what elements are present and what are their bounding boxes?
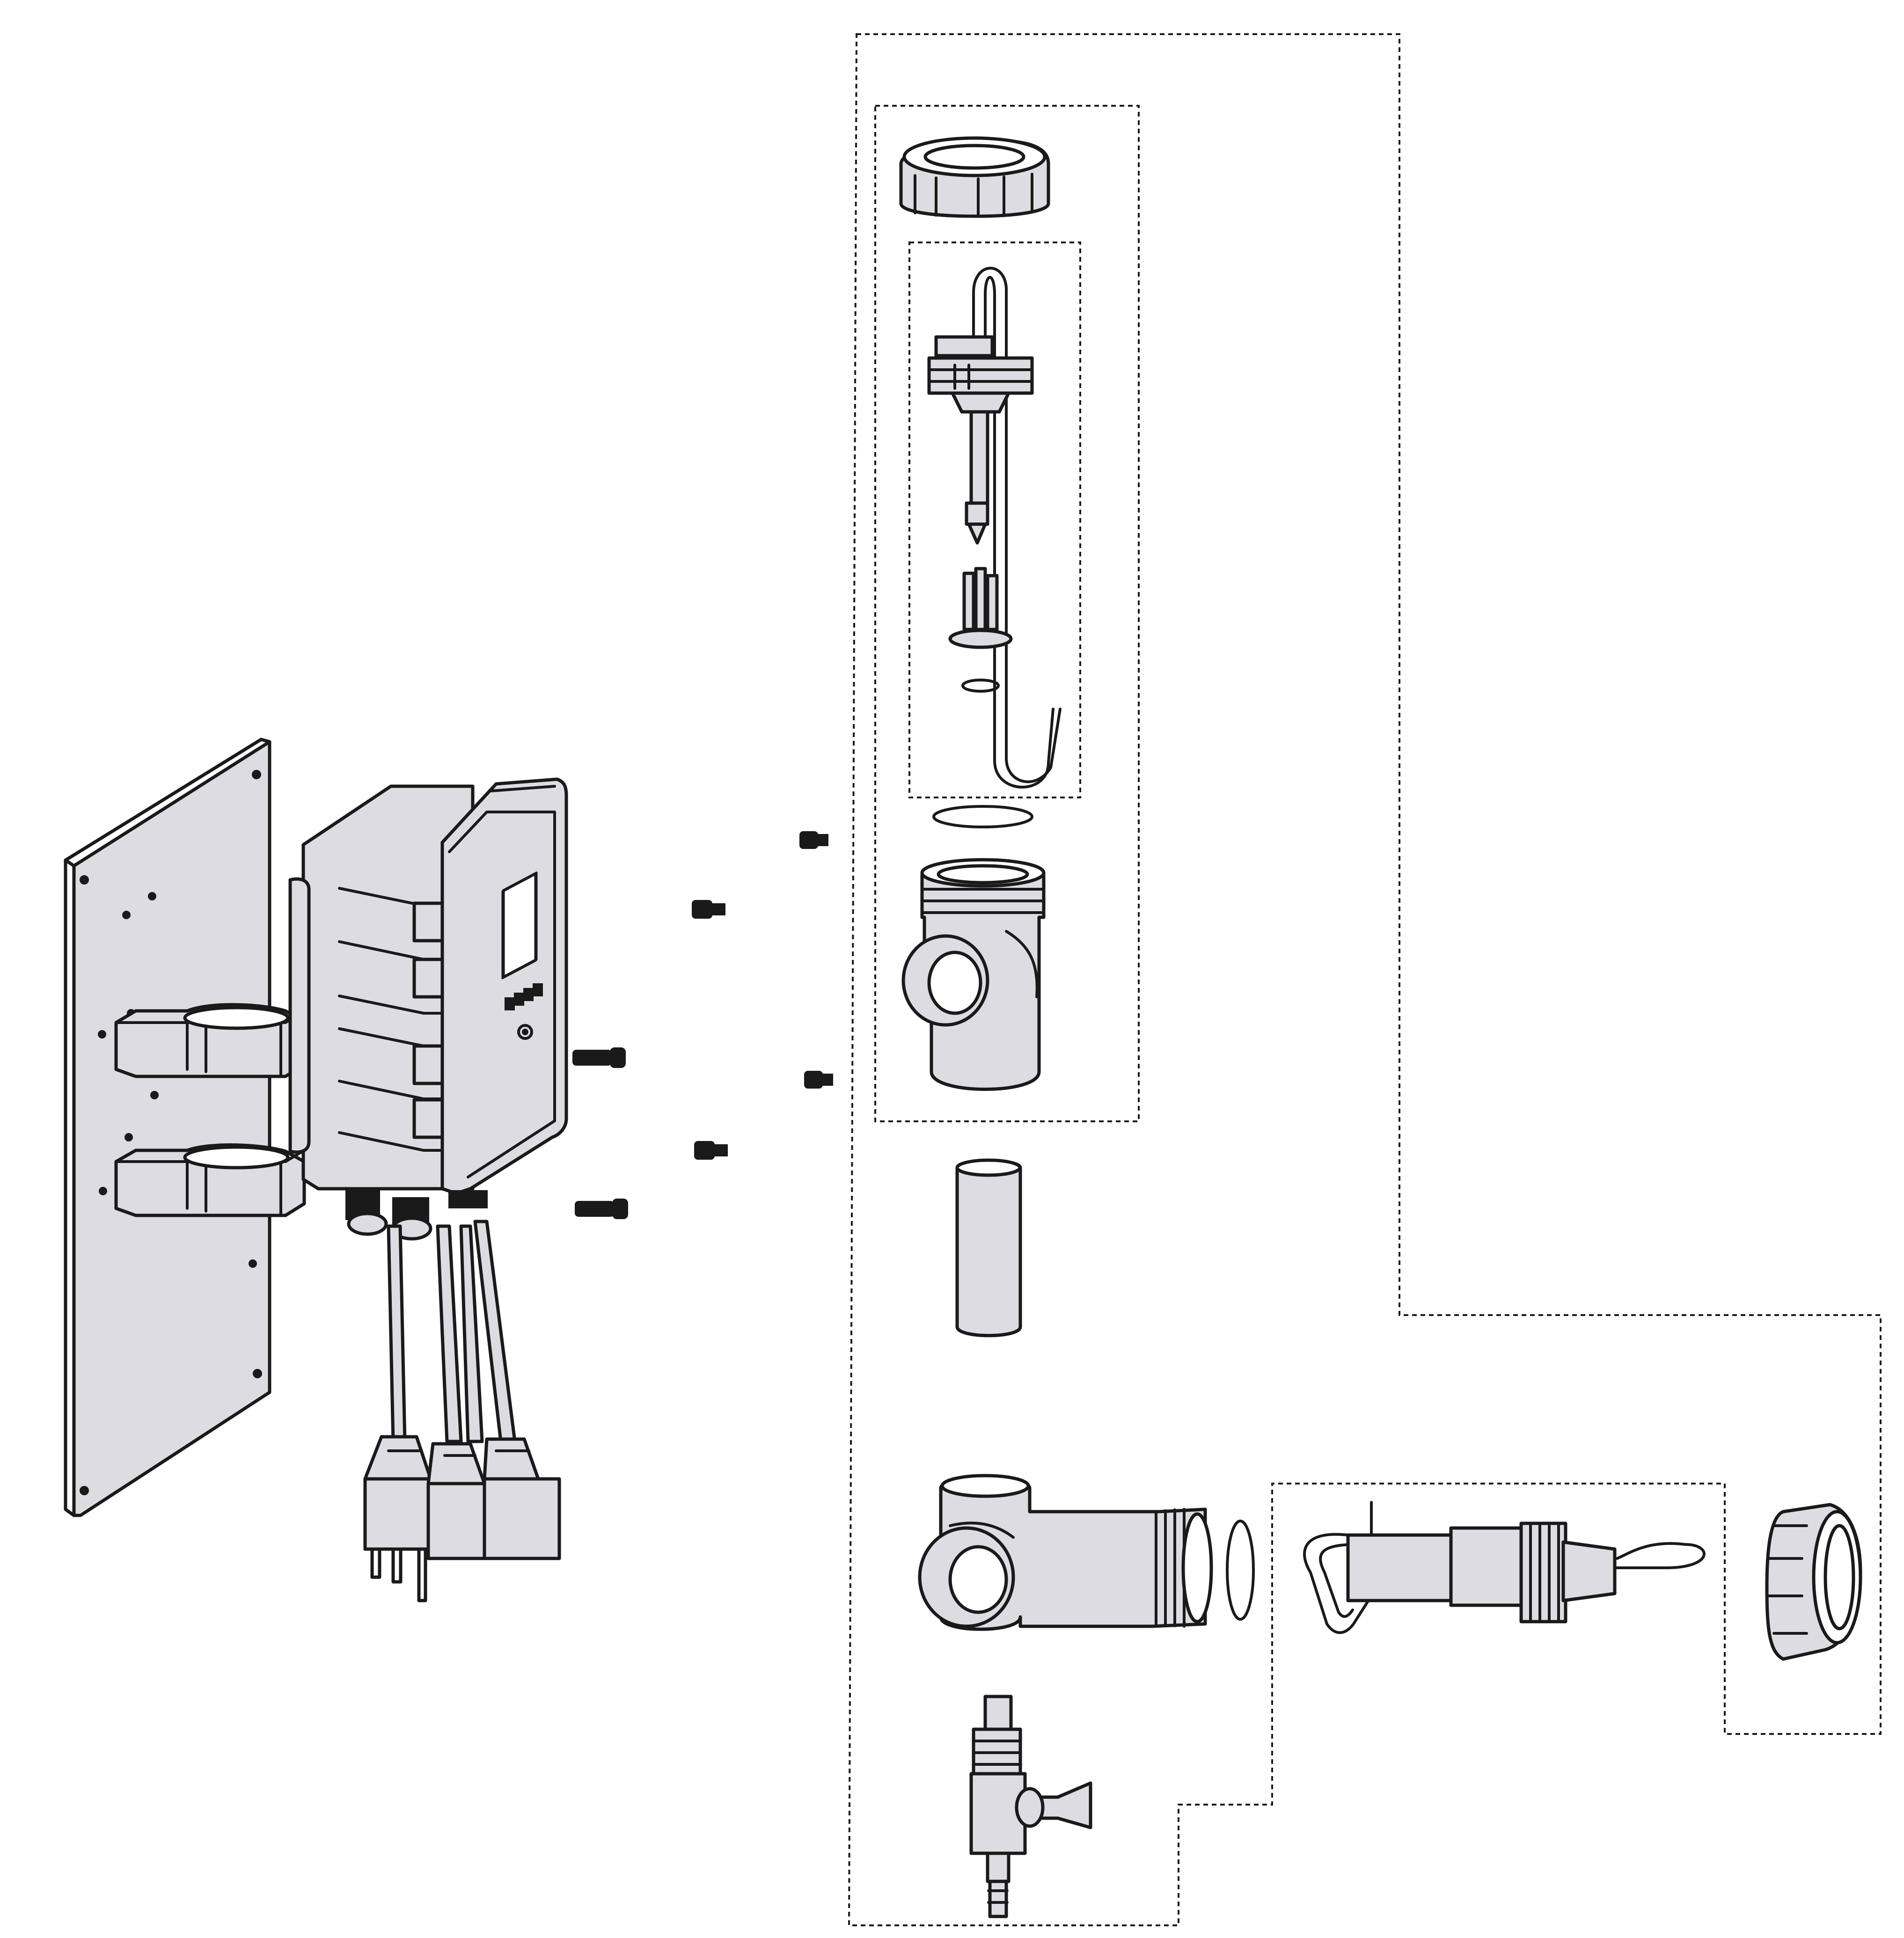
screw-icon xyxy=(572,1047,626,1068)
tee-fitting-icon xyxy=(901,858,1046,1091)
screw-icon xyxy=(694,1141,728,1160)
elbow-fitting-icon xyxy=(918,1474,1213,1631)
o-ring-icon xyxy=(932,805,1033,828)
pipe-nipple-icon xyxy=(955,1158,1022,1338)
pipe-clamp-lower xyxy=(114,1143,306,1217)
screw-icon xyxy=(804,1071,833,1089)
cable-glands xyxy=(345,1190,488,1241)
enclosure-icon xyxy=(288,777,568,1195)
screw-icon xyxy=(692,900,725,919)
screw-icon xyxy=(575,1199,628,1219)
probe-tip-holder xyxy=(948,567,1013,649)
union-nut-icon xyxy=(899,136,1050,218)
union-nut-icon xyxy=(1765,1503,1862,1661)
screws xyxy=(572,831,833,1219)
sensor-probe-icon xyxy=(927,267,1062,789)
horizontal-probe-group xyxy=(1303,1501,1706,1634)
probe-subgroup xyxy=(908,241,1081,798)
o-ring-icon xyxy=(961,679,1000,693)
ball-valve-icon xyxy=(969,1695,1092,1918)
display-window xyxy=(501,871,538,980)
o-ring-icon xyxy=(1226,1520,1255,1621)
pipe-clamp-upper xyxy=(114,1003,306,1078)
upper-sensor-group xyxy=(874,105,1140,1122)
screw-icon xyxy=(799,831,828,849)
mounting-panel-icon xyxy=(64,738,271,1517)
group-outlines xyxy=(848,33,1882,1926)
keypad xyxy=(505,983,543,1010)
power-cord-icon xyxy=(363,1220,561,1602)
